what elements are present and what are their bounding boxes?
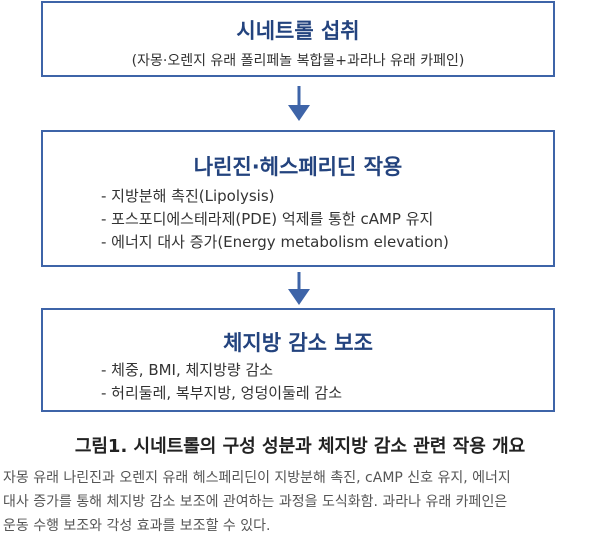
box-mechanism-title: 나린진·헤스페리딘 작용	[193, 155, 403, 179]
box-intake: 시네트롤 섭취 (자몽·오렌지 유래 폴리페놀 복합물+과라나 유래 카페인)	[41, 1, 555, 77]
box-result-title: 체지방 감소 보조	[223, 331, 373, 355]
box-mechanism-bullets: - 지방분해 촉진(Lipolysis) - 포스포디에스테라제(PDE) 억제…	[101, 185, 449, 254]
caption-line: 대사 증가를 통해 체지방 감소 보조에 관여하는 과정을 도식화함. 과라나 …	[3, 494, 508, 510]
box-intake-subtitle: (자몽·오렌지 유래 폴리페놀 복합물+과라나 유래 카페인)	[131, 53, 465, 69]
box-mechanism: 나린진·헤스페리딘 작용 - 지방분해 촉진(Lipolysis) - 포스포디…	[41, 130, 555, 267]
caption-line: 자몽 유래 나린진과 오렌지 유래 헤스페리딘이 지방분해 촉진, cAMP 신…	[3, 470, 511, 486]
box-result: 체지방 감소 보조 - 체중, BMI, 체지방량 감소 - 허리둘레, 복부지…	[41, 308, 555, 412]
bullet-item: - 에너지 대사 증가(Energy metabolism elevation)	[101, 233, 449, 251]
bullet-item: - 체중, BMI, 체지방량 감소	[101, 361, 274, 379]
down-arrow-icon	[288, 86, 310, 121]
figure-caption-body: 자몽 유래 나린진과 오렌지 유래 헤스페리딘이 지방분해 촉진, cAMP 신…	[3, 466, 597, 538]
bullet-item: - 포스포디에스테라제(PDE) 억제를 통한 cAMP 유지	[101, 210, 434, 228]
box-result-bullets: - 체중, BMI, 체지방량 감소 - 허리둘레, 복부지방, 엉덩이둘레 감…	[101, 359, 342, 405]
bullet-item: - 허리둘레, 복부지방, 엉덩이둘레 감소	[101, 384, 343, 402]
down-arrow-icon	[288, 272, 310, 305]
caption-line: 운동 수행 보조와 각성 효과를 보조할 수 있다.	[3, 518, 271, 534]
box-intake-title: 시네트롤 섭취	[236, 19, 360, 43]
bullet-item: - 지방분해 촉진(Lipolysis)	[101, 187, 275, 205]
figure-caption-title: 그림1. 시네트롤의 구성 성분과 체지방 감소 관련 작용 개요	[74, 436, 526, 457]
